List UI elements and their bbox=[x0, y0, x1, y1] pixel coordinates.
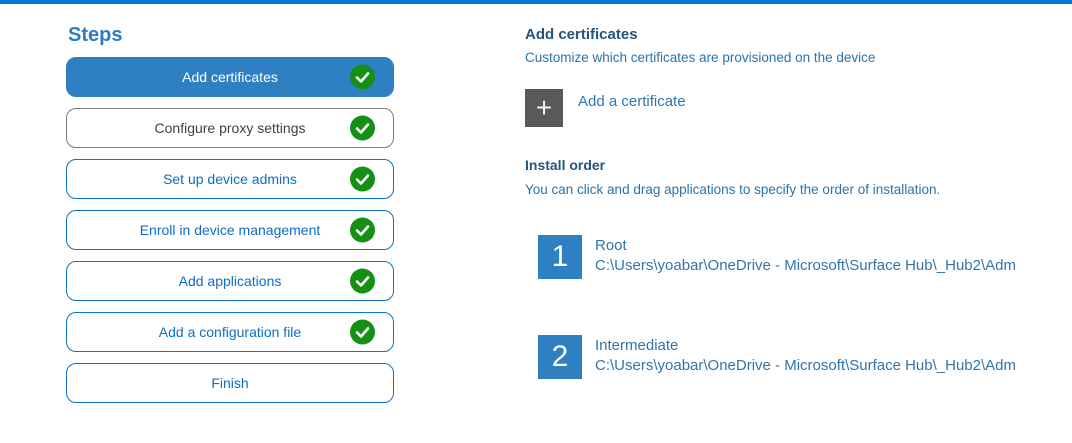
step-enroll-in-device-management[interactable]: Enroll in device management bbox=[66, 210, 394, 250]
install-order-item[interactable]: 1 Root C:\Users\yoabar\OneDrive - Micros… bbox=[538, 235, 1072, 279]
step-finish[interactable]: Finish bbox=[66, 363, 394, 403]
step-label: Add a configuration file bbox=[158, 324, 302, 340]
plus-icon: + bbox=[525, 89, 563, 127]
content-panel: Add certificates Customize which certifi… bbox=[525, 26, 1072, 379]
install-order-item[interactable]: 2 Intermediate C:\Users\yoabar\OneDrive … bbox=[538, 335, 1072, 379]
check-icon bbox=[350, 115, 375, 141]
install-item-text: Intermediate C:\Users\yoabar\OneDrive - … bbox=[595, 337, 1072, 374]
add-certificate-button[interactable]: + Add a certificate bbox=[525, 89, 686, 127]
step-add-a-configuration-file[interactable]: Add a configuration file bbox=[66, 312, 394, 352]
order-number-tile: 1 bbox=[538, 235, 582, 279]
step-label: Add applications bbox=[178, 273, 282, 289]
install-order-title: Install order bbox=[525, 157, 606, 173]
step-set-up-device-admins[interactable]: Set up device admins bbox=[66, 159, 394, 199]
check-icon bbox=[350, 166, 375, 192]
check-icon bbox=[350, 319, 375, 345]
step-label: Finish bbox=[211, 375, 249, 391]
step-label: Configure proxy settings bbox=[154, 120, 306, 136]
certificate-name: Root bbox=[595, 237, 627, 254]
steps-panel: Steps Add certificates Configure proxy s… bbox=[66, 24, 394, 414]
step-label: Add certificates bbox=[182, 69, 278, 85]
step-add-applications[interactable]: Add applications bbox=[66, 261, 394, 301]
step-label: Set up device admins bbox=[163, 171, 297, 187]
page-title: Add certificates bbox=[525, 26, 638, 43]
top-accent-bar bbox=[0, 0, 1072, 4]
check-icon bbox=[350, 217, 375, 243]
steps-panel-title: Steps bbox=[68, 24, 123, 46]
certificate-path: C:\Users\yoabar\OneDrive - Microsoft\Sur… bbox=[595, 257, 1016, 274]
order-number-tile: 2 bbox=[538, 335, 582, 379]
page-subtitle: Customize which certificates are provisi… bbox=[525, 50, 876, 65]
check-icon bbox=[350, 64, 375, 90]
add-certificate-label: Add a certificate bbox=[578, 93, 686, 110]
install-order-description: You can click and drag applications to s… bbox=[525, 182, 941, 197]
step-add-certificates[interactable]: Add certificates bbox=[66, 57, 394, 97]
install-item-text: Root C:\Users\yoabar\OneDrive - Microsof… bbox=[595, 237, 1072, 274]
step-configure-proxy-settings[interactable]: Configure proxy settings bbox=[66, 108, 394, 148]
certificate-name: Intermediate bbox=[595, 337, 679, 354]
check-icon bbox=[350, 268, 375, 294]
certificate-path: C:\Users\yoabar\OneDrive - Microsoft\Sur… bbox=[595, 357, 1016, 374]
step-label: Enroll in device management bbox=[139, 222, 321, 238]
